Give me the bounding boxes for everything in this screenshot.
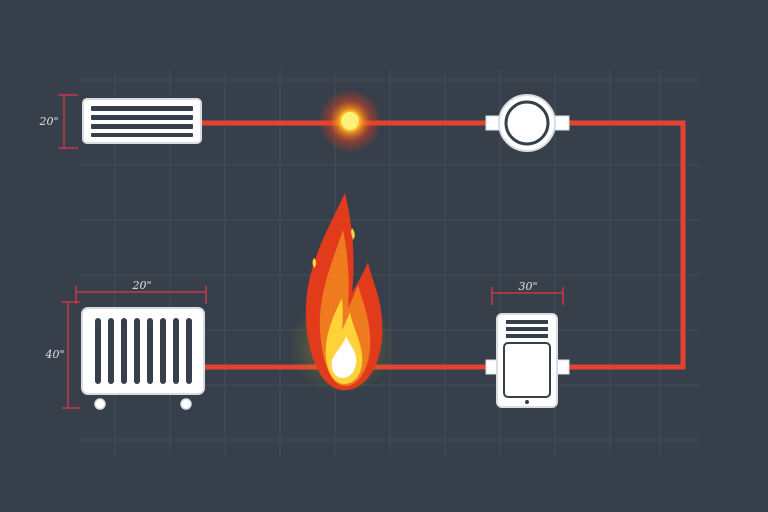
circulation-pump-icon xyxy=(485,94,570,152)
radiator-width-dimension xyxy=(75,286,207,304)
radiator-height-dimension xyxy=(62,301,80,409)
vent-height-dimension xyxy=(58,94,78,149)
thermostat-width-label: 30" xyxy=(518,280,537,293)
background-grid xyxy=(80,70,700,455)
radiator-height-label: 40" xyxy=(44,348,64,361)
flame-icon xyxy=(287,193,397,395)
glowing-bulb-icon xyxy=(318,89,382,153)
radiator-icon xyxy=(81,307,205,410)
vent-height-label: 20" xyxy=(38,115,58,128)
pipe-loop xyxy=(200,120,686,370)
air-vent-icon xyxy=(82,98,202,144)
thermostat-width-dimension xyxy=(491,287,564,305)
radiator-width-label: 20" xyxy=(131,279,151,292)
thermostat-unit-icon xyxy=(485,313,570,408)
